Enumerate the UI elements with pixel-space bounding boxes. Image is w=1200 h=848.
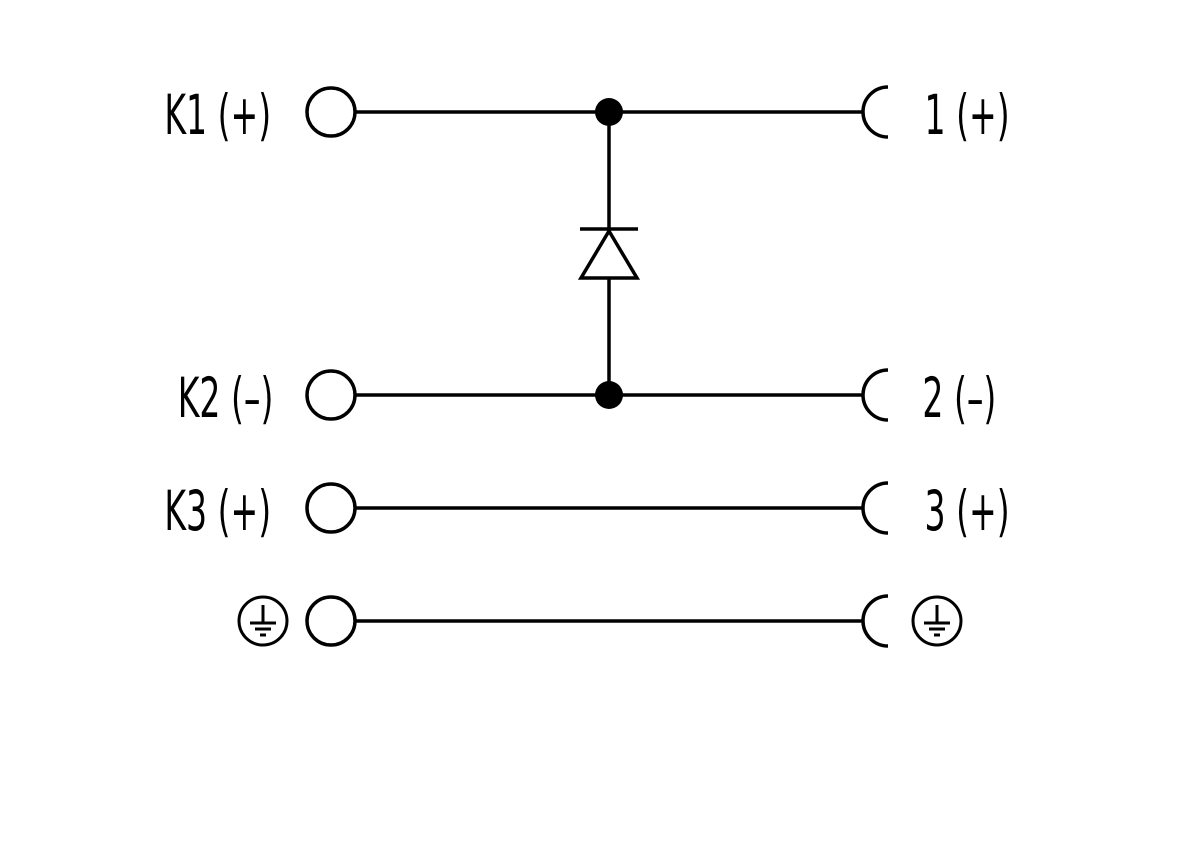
junction-node-top <box>595 98 623 126</box>
right-socket-3 <box>861 481 889 535</box>
junction-node-bottom <box>595 381 623 409</box>
right-pin-label-1: 1 (+) <box>925 83 1010 147</box>
left-terminal-k1 <box>305 86 357 138</box>
left-pin-label-k3: K3 (+) <box>164 479 271 543</box>
right-socket-2 <box>861 368 889 422</box>
left-pin-label-k2: K2 (–) <box>178 366 274 430</box>
right-socket-pe <box>861 594 889 648</box>
right-pin-label-3: 3 (+) <box>925 479 1010 543</box>
right-pin-label-2: 2 (–) <box>922 366 996 430</box>
left-terminal-k3 <box>305 482 357 534</box>
left-pin-label-k1: K1 (+) <box>164 83 271 147</box>
protective-earth-icon <box>237 595 289 647</box>
right-socket-1 <box>861 85 889 139</box>
diode-icon <box>577 227 641 280</box>
left-terminal-pe <box>305 595 357 647</box>
protective-earth-icon <box>911 595 963 647</box>
left-terminal-k2 <box>305 369 357 421</box>
